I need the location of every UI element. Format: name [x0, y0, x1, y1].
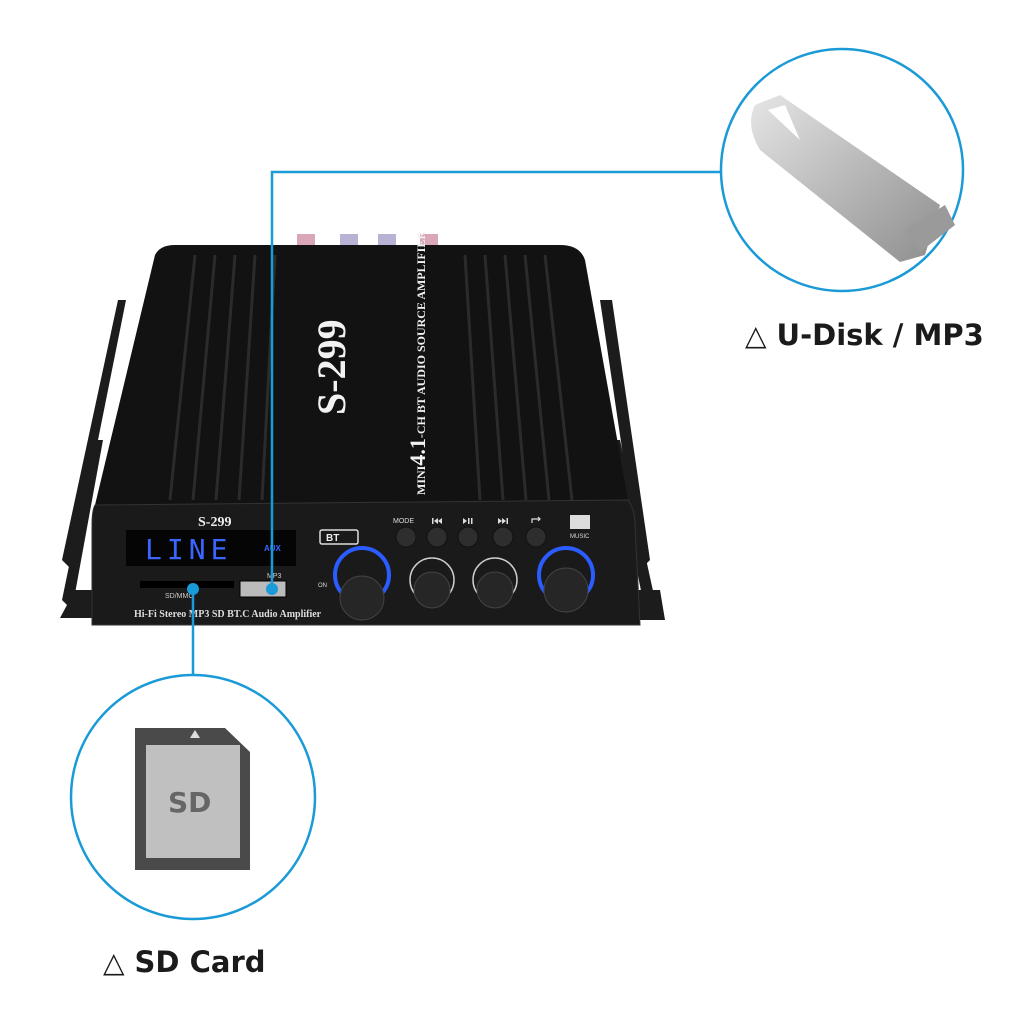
volume-knob[interactable] — [339, 575, 385, 621]
usb-drive-icon — [751, 95, 955, 262]
mode-button[interactable] — [395, 526, 417, 548]
usb-callout-caption: △ U-Disk / MP3 — [745, 318, 984, 352]
next-icon — [498, 518, 508, 524]
control-buttons — [395, 526, 547, 548]
display-text: LINE — [145, 533, 232, 566]
sd-slot-label: SD/MMC — [165, 593, 193, 600]
front-caption: Hi-Fi Stereo MP3 SD BT.C Audio Amplifier — [134, 609, 322, 620]
front-model-text: S-299 — [198, 515, 231, 530]
repeat-button[interactable] — [525, 526, 547, 548]
amplifier-top — [95, 245, 628, 505]
mp3-play-logo — [570, 515, 590, 529]
next-button[interactable] — [492, 526, 514, 548]
sd-card-icon — [135, 728, 250, 870]
sd-callout-label: SD Card — [134, 945, 266, 979]
usb-callout-dot — [266, 583, 278, 595]
previous-button[interactable] — [426, 526, 448, 548]
usb-port-label: MP3 — [267, 573, 282, 580]
bt-badge-text: BT — [326, 533, 339, 544]
previous-icon — [432, 518, 442, 524]
bass-knob[interactable] — [476, 571, 514, 609]
top-subtitle-text: MINI4.1-CH BT AUDIO SOURCE AMPLIFIER — [405, 231, 430, 495]
sd-callout-dot — [187, 583, 199, 595]
usb-port — [239, 580, 287, 598]
knobs — [333, 546, 595, 621]
callout-lines — [191, 170, 720, 675]
top-model-text: S-299 — [309, 319, 354, 415]
usb-callout-label: U-Disk / MP3 — [776, 318, 984, 352]
repeat-icon — [531, 516, 541, 523]
top-fins — [168, 254, 574, 501]
bt-badge — [319, 529, 359, 545]
play-pause-icon — [463, 518, 473, 524]
knob-on-label: ON — [318, 583, 327, 589]
play-pause-button[interactable] — [457, 526, 479, 548]
sd-card-text: SD — [168, 786, 211, 819]
button-icons — [432, 516, 541, 524]
sd-slot — [140, 581, 234, 588]
music-label: MUSIC — [570, 534, 590, 540]
sd-callout-caption: △ SD Card — [103, 945, 266, 979]
mode-label: MODE — [393, 518, 414, 525]
lcd-display — [126, 530, 296, 566]
treble-knob[interactable] — [413, 571, 451, 609]
subwoofer-knob[interactable] — [543, 567, 589, 613]
triangle-outline-icon: △ — [745, 318, 767, 352]
heat-sink-left — [60, 300, 126, 618]
triangle-outline-icon: △ — [103, 945, 125, 979]
